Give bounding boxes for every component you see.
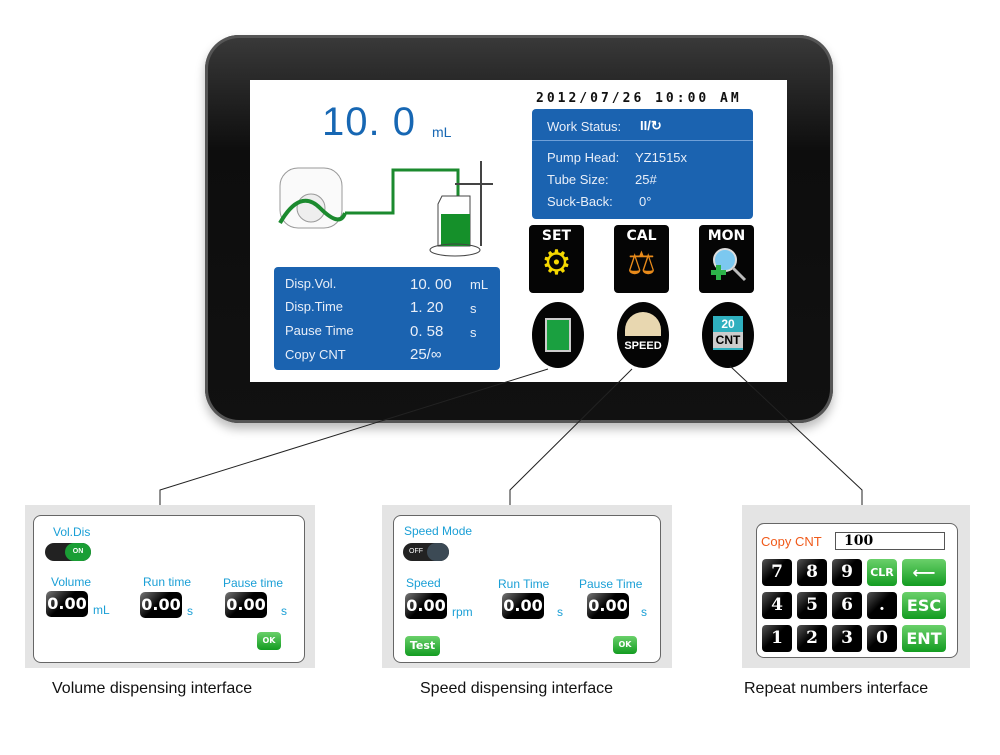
work-status-label: Work Status: <box>547 119 622 134</box>
pump-head-value: YZ1515x <box>635 150 688 165</box>
info-unit: s <box>470 301 477 316</box>
ok-button[interactable]: OK <box>613 636 637 654</box>
volume-dispensing-panel: Vol.Dis ON Volume 0.00 mL Run time 0.00 … <box>25 505 315 668</box>
key-6[interactable]: 6 <box>832 592 862 619</box>
key-8[interactable]: 8 <box>797 559 827 586</box>
key-2[interactable]: 2 <box>797 625 827 652</box>
scale-icon: ⚖ <box>627 244 656 282</box>
toggle-state: ON <box>65 543 91 561</box>
dispense-info-panel: Disp.Vol. 10. 00 mL Disp.Time 1. 20 s Pa… <box>274 267 500 370</box>
suck-back-label: Suck-Back: <box>547 194 613 209</box>
key-5[interactable]: 5 <box>797 592 827 619</box>
volume-dispense-button[interactable] <box>532 302 584 368</box>
key-3[interactable]: 3 <box>832 625 862 652</box>
field-label: Speed <box>406 576 441 590</box>
status-panel: Work Status: II/↻ Pump Head: YZ1515x Tub… <box>532 109 753 219</box>
info-value: 10. 00 <box>410 276 452 293</box>
test-button[interactable]: Test <box>405 636 440 656</box>
copy-cnt-label: Copy CNT <box>761 534 822 549</box>
suck-back-value: 0° <box>639 194 652 209</box>
count-number: 20 <box>721 317 735 331</box>
field-unit: s <box>187 604 193 618</box>
caption-repeat: Repeat numbers interface <box>744 680 929 697</box>
count-button[interactable]: 20 CNT <box>702 302 754 368</box>
run-time-input[interactable]: 0.00 <box>140 592 182 618</box>
set-label: SET <box>541 228 572 244</box>
key-clr[interactable]: CLR <box>867 559 897 586</box>
key-1[interactable]: 1 <box>762 625 792 652</box>
key-backspace[interactable]: ⟵ <box>902 559 946 586</box>
copy-cnt-input[interactable]: 100 <box>835 532 945 550</box>
info-label: Pause Time <box>285 323 354 338</box>
field-unit: rpm <box>452 605 473 619</box>
pump-head-label: Pump Head: <box>547 150 620 165</box>
datetime: 2012/07/26 10:00 AM <box>536 91 742 106</box>
volume-readout: 10. 0 <box>322 100 416 144</box>
info-value: 0. 58 <box>410 323 444 340</box>
run-time-input[interactable]: 0.00 <box>502 593 544 619</box>
toggle-state: OFF <box>409 548 423 555</box>
key-esc[interactable]: ESC <box>902 592 946 619</box>
cal-label: CAL <box>626 228 657 244</box>
pump-illustration <box>278 161 493 257</box>
field-label: Pause time <box>223 576 284 590</box>
gear-icon: ⚙ <box>541 243 572 283</box>
speed-button[interactable]: SPEED <box>617 302 669 368</box>
beaker-icon <box>545 318 571 352</box>
speed-mode-toggle[interactable]: OFF <box>403 543 449 561</box>
info-label: Disp.Vol. <box>285 276 337 291</box>
tube-size-label: Tube Size: <box>547 172 609 187</box>
field-label: Run time <box>143 575 192 589</box>
caption-speed: Speed dispensing interface <box>420 680 614 697</box>
field-label: Pause Time <box>579 577 643 591</box>
ok-button[interactable]: OK <box>257 632 281 650</box>
info-value: 25/∞ <box>410 346 442 363</box>
mon-button[interactable]: MON <box>699 225 754 293</box>
panel-title: Vol.Dis <box>53 525 91 539</box>
volume-unit: mL <box>432 124 452 140</box>
count-label: CNT <box>713 332 743 348</box>
info-value: 1. 20 <box>410 299 444 316</box>
key-7[interactable]: 7 <box>762 559 792 586</box>
field-unit: s <box>281 604 287 618</box>
work-status-value: II/↻ <box>640 118 662 133</box>
speed-dispensing-panel: Speed Mode OFF Speed 0.00 rpm Run Time 0… <box>382 505 672 668</box>
pause-time-input[interactable]: 0.00 <box>587 593 629 619</box>
info-unit: mL <box>470 277 489 292</box>
key-4[interactable]: 4 <box>762 592 792 619</box>
info-label: Disp.Time <box>285 299 344 314</box>
speed-input[interactable]: 0.00 <box>405 593 447 619</box>
field-label: Volume <box>51 575 92 589</box>
counter-icon: 20 CNT <box>713 316 743 350</box>
field-unit: s <box>557 605 563 619</box>
field-label: Run Time <box>498 577 550 591</box>
field-unit: s <box>641 605 647 619</box>
cal-button[interactable]: CAL ⚖ <box>614 225 669 293</box>
tube-size-value: 25# <box>635 172 657 187</box>
mon-label: MON <box>707 228 746 244</box>
volume-input[interactable]: 0.00 <box>46 591 88 617</box>
info-unit: s <box>470 325 477 340</box>
info-label: Copy CNT <box>285 347 346 362</box>
vol-dis-toggle[interactable]: ON <box>45 543 91 561</box>
gauge-icon <box>625 312 661 336</box>
caption-volume: Volume dispensing interface <box>52 680 253 697</box>
set-button[interactable]: SET ⚙ <box>529 225 584 293</box>
panel-title: Speed Mode <box>404 524 473 538</box>
key-0[interactable]: 0 <box>867 625 897 652</box>
key-9[interactable]: 9 <box>832 559 862 586</box>
pause-time-input[interactable]: 0.00 <box>225 592 267 618</box>
speed-label: SPEED <box>624 340 662 352</box>
magnifier-icon <box>710 248 746 282</box>
key-dot[interactable]: . <box>867 592 897 619</box>
key-ent[interactable]: ENT <box>902 625 946 652</box>
field-unit: mL <box>93 603 110 617</box>
